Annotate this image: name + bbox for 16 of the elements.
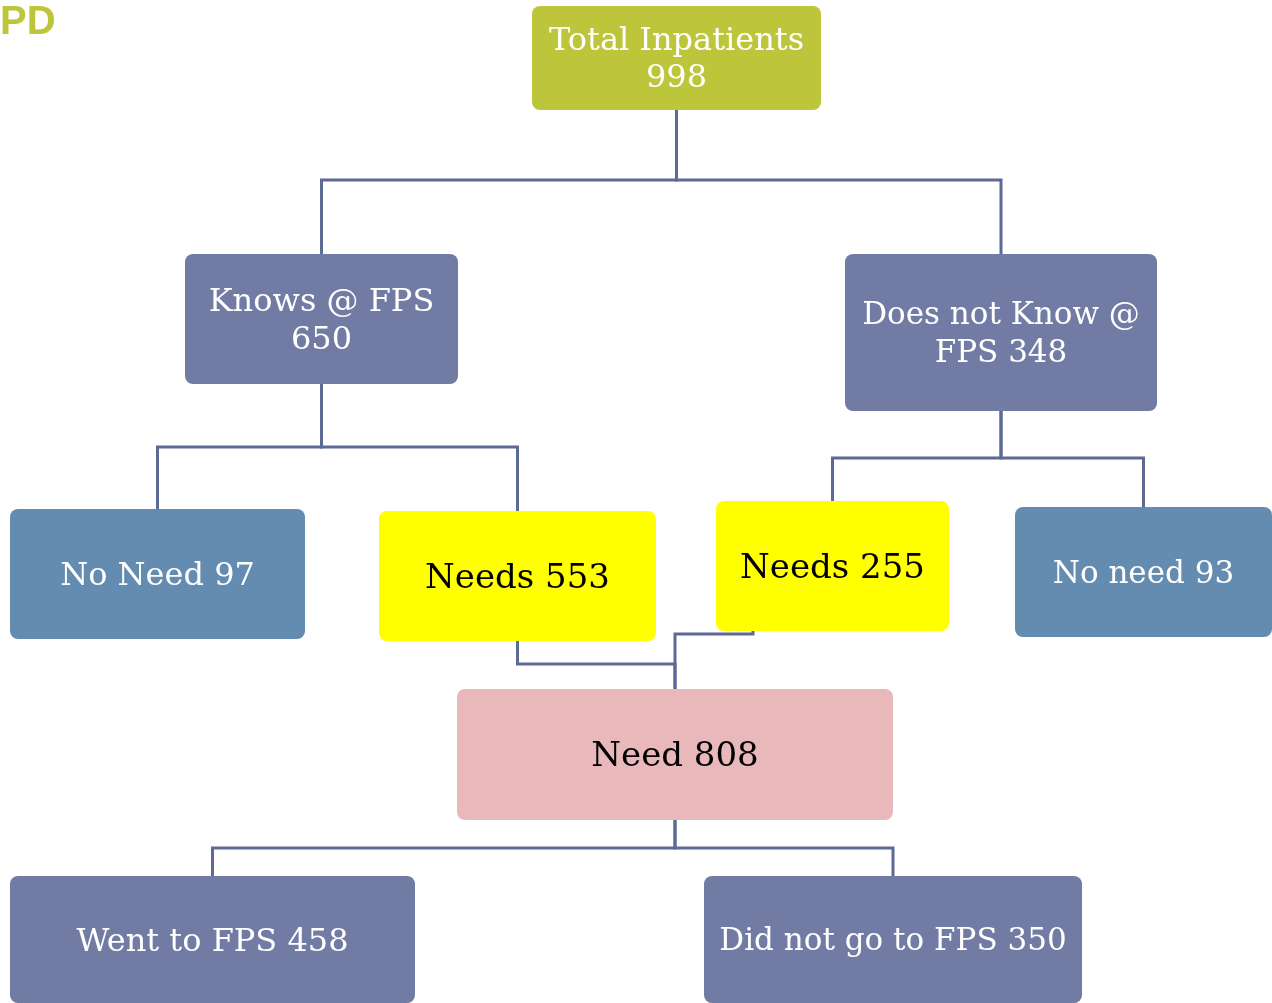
result-box: Did not go to FPS 350 <box>704 876 1082 1003</box>
title-fragment: PD <box>0 0 56 40</box>
outcome-box: No need 93 <box>1015 507 1272 637</box>
result-box: Went to FPS 458 <box>10 876 415 1003</box>
connector-line <box>675 110 1003 254</box>
total-box: Need 808 <box>457 689 893 820</box>
connector-line <box>673 820 895 876</box>
outcome-box: Needs 255 <box>716 501 949 631</box>
outcome-box: No Need 97 <box>10 509 305 639</box>
connector-line <box>673 631 755 689</box>
root-box: Total Inpatients 998 <box>532 6 821 110</box>
category-box: Knows @ FPS 650 <box>185 254 458 384</box>
connector-line <box>999 411 1145 507</box>
connector-line <box>320 384 519 511</box>
outcome-box: Needs 553 <box>379 511 656 641</box>
category-box: Does not Know @ FPS 348 <box>845 254 1157 411</box>
